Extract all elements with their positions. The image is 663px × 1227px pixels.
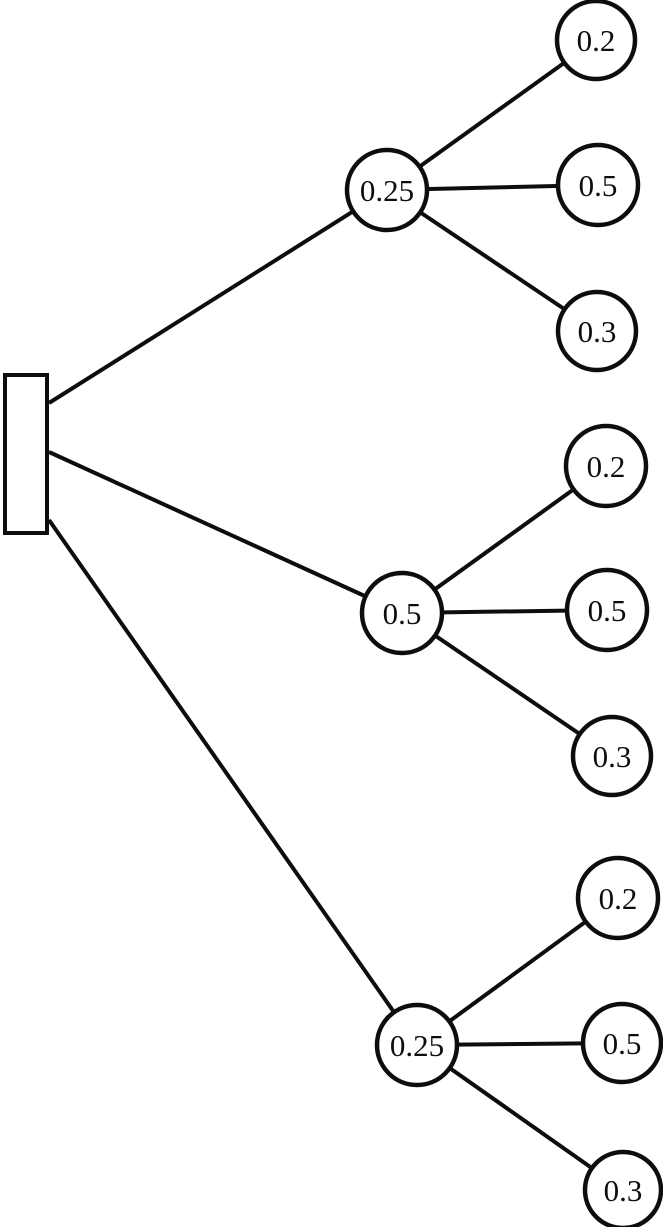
tree-node-label: 0.5 [588,593,627,628]
tree-node-C2 [580,1001,663,1085]
tree-edge [47,518,419,1047]
tree-node-B1 [563,423,649,509]
tree-node-label: 0.5 [603,1026,642,1061]
tree-edge [48,450,403,615]
tree-node-A1 [554,0,638,82]
tree-node-B3 [570,714,654,798]
tree-node-label: 0.3 [593,739,632,774]
tree-edge [47,188,389,405]
tree-node-label: 0.2 [587,449,626,484]
tree-node-label: 0.2 [577,23,616,58]
tree-node-label: 0.25 [360,173,414,208]
tree-node-C3 [582,1149,663,1227]
tree-node-label: 0.2 [599,881,638,916]
tree-node-B [359,570,445,656]
tree-node-A [344,147,430,233]
tree-node-A3 [555,289,639,373]
tree-node-C1 [575,855,661,941]
root-node [3,373,49,535]
tree-node-label: 0.3 [604,1173,643,1208]
tree-edge [400,611,614,758]
tree-node-label: 0.5 [579,168,618,203]
tree-node-B2 [564,567,650,653]
tree-node-C [374,1002,460,1088]
tree-node-label: 0.3 [578,314,617,349]
tree-node-A2 [555,142,641,228]
tree-node-label: 0.25 [390,1028,444,1063]
tree-edge [385,38,598,192]
tree-node-label: 0.5 [383,596,422,631]
